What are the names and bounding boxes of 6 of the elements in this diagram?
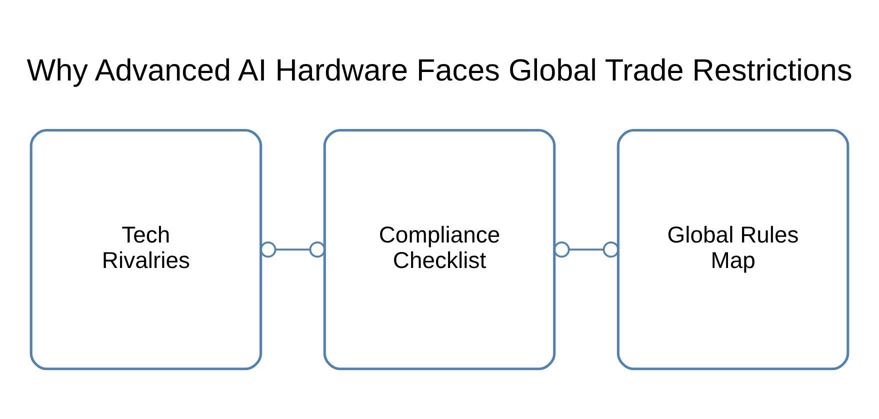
node-box: Compliance Checklist — [323, 128, 556, 370]
diagram-title: Why Advanced AI Hardware Faces Global Trade Restrictions — [26, 53, 852, 88]
node-box: Global Rules Map — [616, 128, 850, 370]
connector — [554, 240, 620, 258]
node-box: Tech Rivalries — [30, 128, 262, 370]
connector — [260, 240, 326, 258]
